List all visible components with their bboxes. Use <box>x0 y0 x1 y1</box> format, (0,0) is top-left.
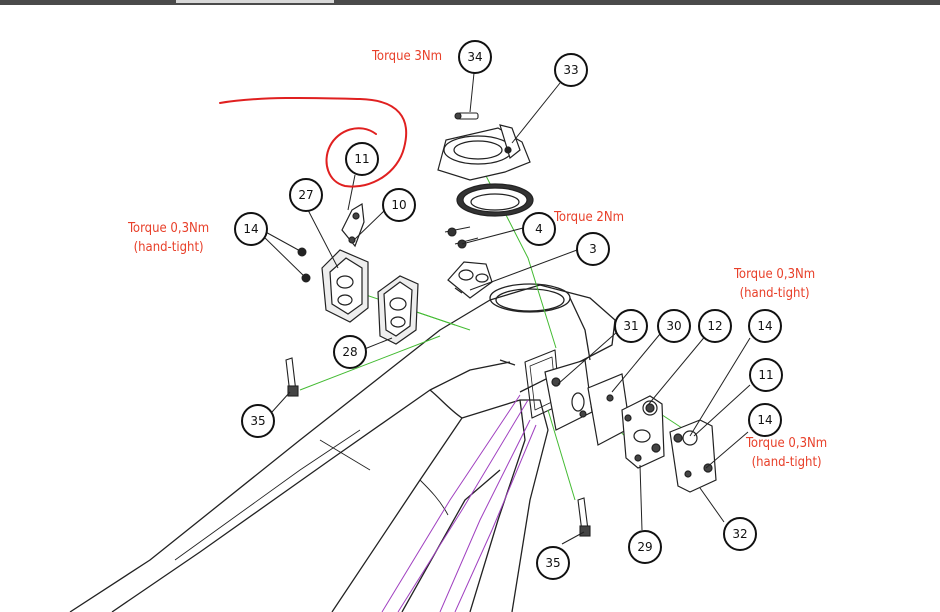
cover-27 <box>321 249 369 323</box>
window-tab <box>176 0 334 3</box>
callout-14-right-top: 14 <box>748 309 782 343</box>
callout-10: 10 <box>382 188 416 222</box>
callout-14-right-bottom: 14 <box>748 403 782 437</box>
cable-guide-3 <box>447 261 493 299</box>
torque-note: (hand-tight) <box>751 455 822 470</box>
callout-3: 3 <box>576 232 610 266</box>
callout-4: 4 <box>522 212 556 246</box>
window-top-bar <box>0 0 940 5</box>
callout-33: 33 <box>554 53 588 87</box>
grommet-12 <box>621 395 665 469</box>
callout-12: 12 <box>698 309 732 343</box>
cover-28 <box>377 275 419 345</box>
callout-27: 27 <box>289 178 323 212</box>
headset-bearing <box>456 183 534 217</box>
plate-31 <box>544 359 593 431</box>
callout-32: 32 <box>723 517 757 551</box>
callout-35-right: 35 <box>536 546 570 580</box>
torque-note: (hand-tight) <box>739 286 810 301</box>
callout-14-left: 14 <box>234 212 268 246</box>
bike-frame <box>69 283 616 612</box>
callout-11-top: 11 <box>345 142 379 176</box>
cable-stop-35-left <box>285 357 299 397</box>
callout-leaders <box>261 72 751 545</box>
callout-35-left: 35 <box>241 404 275 438</box>
callout-31: 31 <box>614 309 648 343</box>
torque-label-right-top: Torque 0,3Nm (hand-tight) <box>734 265 815 303</box>
plate-32 <box>669 419 717 493</box>
screws-14-left <box>297 247 311 283</box>
callout-30: 30 <box>657 309 691 343</box>
cable-stop-35-right <box>577 497 591 537</box>
torque-value: Torque 0,3Nm <box>746 436 828 451</box>
clamp-screws-4 <box>444 226 479 249</box>
torque-label-2nm: Torque 2Nm <box>554 208 624 227</box>
internal-cable <box>381 394 537 612</box>
torque-value: Torque 3Nm <box>372 49 442 64</box>
torque-label-left: Torque 0,3Nm (hand-tight) <box>128 219 209 257</box>
torque-note: (hand-tight) <box>133 240 204 255</box>
torque-label-right-bottom: Torque 0,3Nm (hand-tight) <box>746 434 827 472</box>
headset-top-cap <box>437 124 531 181</box>
callout-34: 34 <box>458 40 492 74</box>
torque-value: Torque 0,3Nm <box>734 267 816 282</box>
callout-29: 29 <box>628 530 662 564</box>
clip-10 <box>341 203 365 248</box>
callout-11-right: 11 <box>749 358 783 392</box>
torque-label-3nm: Torque 3Nm <box>372 47 442 66</box>
torque-value: Torque 2Nm <box>554 210 624 225</box>
bolt-34 <box>454 112 479 120</box>
callout-28: 28 <box>333 335 367 369</box>
red-annotation-marker <box>219 96 408 188</box>
torque-value: Torque 0,3Nm <box>128 221 210 236</box>
